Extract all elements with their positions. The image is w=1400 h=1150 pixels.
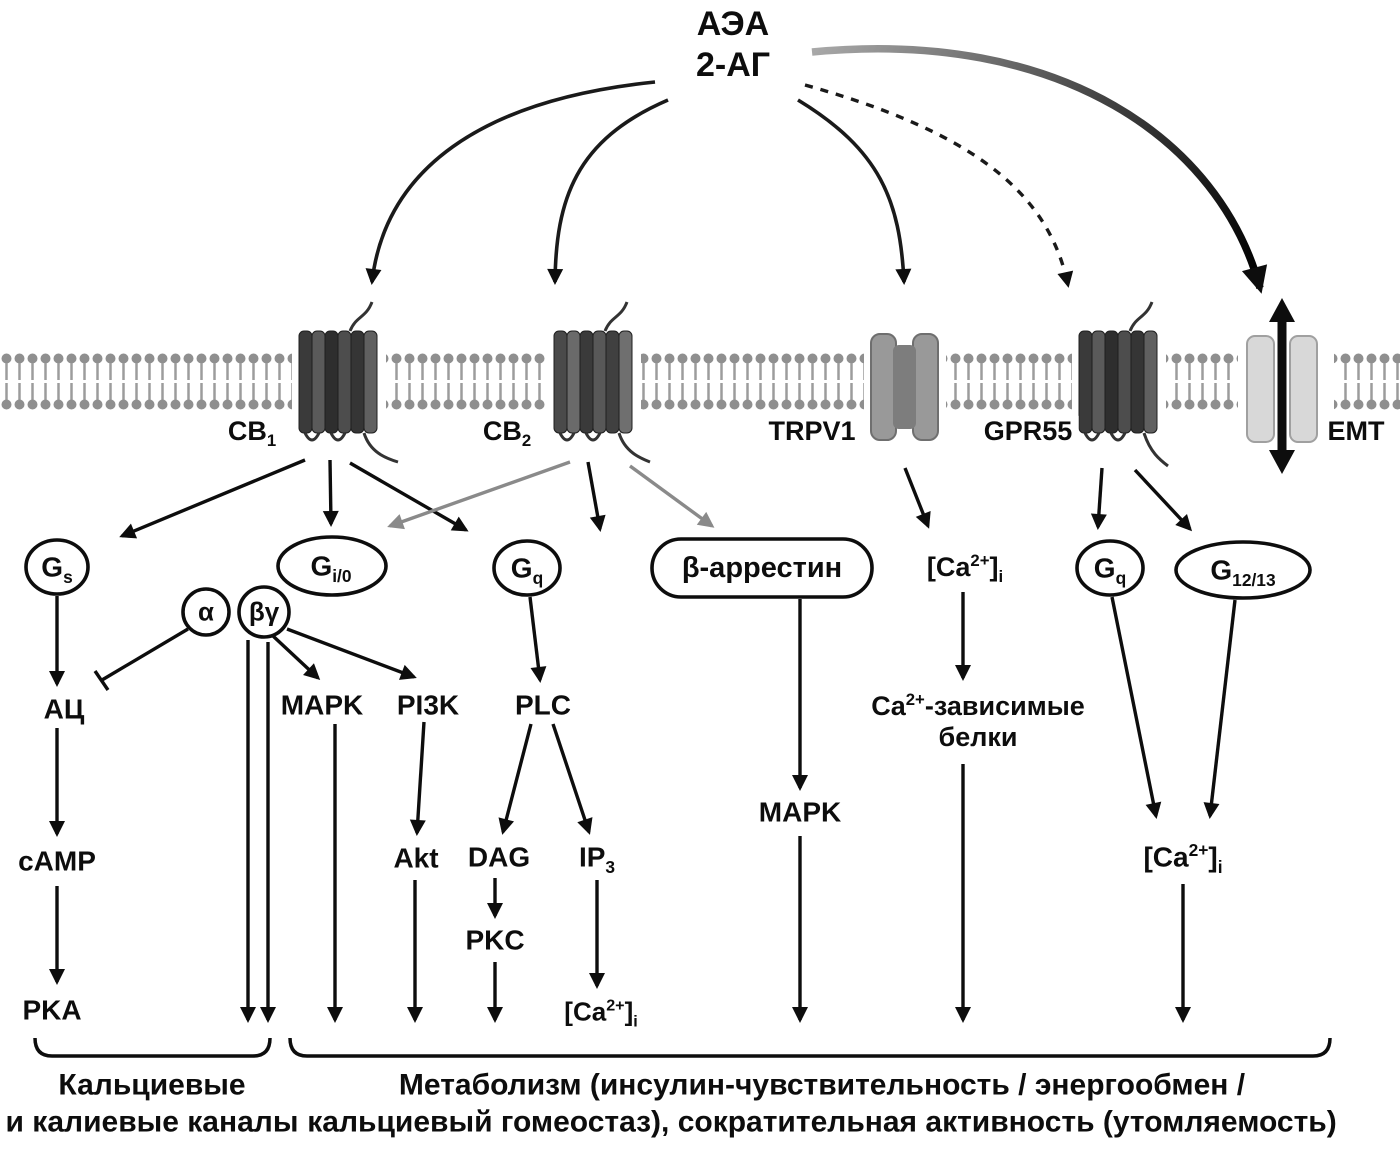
arrow-ligand-to-gpr55-dashed <box>804 83 1074 288</box>
arrow-bg-to-mapk <box>271 634 321 681</box>
emt-label: EMT <box>1321 415 1391 447</box>
mapk-left-label: MAPK <box>280 689 364 721</box>
ligand-aea-label: АЭА <box>696 5 770 44</box>
inhibition-alpha-to-ac <box>93 627 189 691</box>
metabolism-outcome-line2: кальциевый гомеостаз), сократительная ак… <box>307 1105 1337 1139</box>
arrow-gpr55-to-g1213 <box>1133 468 1193 532</box>
membrane <box>0 353 1400 410</box>
effector-shapes <box>24 535 1312 639</box>
channels-outcome-line1: Кальциевые <box>58 1068 246 1102</box>
arrow-ligand-to-cb2 <box>547 98 669 285</box>
trpv1-label: TRPV1 <box>762 415 862 447</box>
gs-label: Gs <box>41 551 73 587</box>
arrow-plc-to-ip3 <box>551 723 593 835</box>
arrow-cb1-to-gi0 <box>322 459 339 527</box>
arrow-cb1-to-gq <box>349 461 469 532</box>
ip3-label: IP3 <box>578 841 616 877</box>
ca-dependent-line1: Ca2+-зависимые <box>871 689 1085 721</box>
arrow-cb2-to-gq <box>586 461 606 532</box>
outcome-brackets <box>33 1037 1332 1058</box>
arrow-gqright-to-ca <box>1110 596 1162 819</box>
gi0-ellipse <box>276 535 388 597</box>
ca-ip3-label: [Ca2+]i <box>564 996 638 1031</box>
receptor-effector-arrows <box>119 458 1193 539</box>
alpha-label: α <box>198 596 214 627</box>
betagamma-circle <box>237 585 291 639</box>
arrow-g1213-to-ca <box>1203 599 1237 819</box>
arrow-ligand-to-cb1 <box>365 80 656 285</box>
pka-label: PKA <box>22 994 82 1026</box>
ligand-2ag-label: 2-АГ <box>695 46 771 85</box>
g1213-ellipse <box>1174 540 1312 600</box>
gq-left-label: Gq <box>510 552 544 588</box>
arrow-ligand-to-emt <box>811 45 1268 294</box>
g1213-label: G12/13 <box>1210 554 1276 590</box>
arrow-pi3k-to-akt <box>409 721 426 836</box>
cb2-label: СВ2 <box>476 415 538 449</box>
ligand-arrows <box>365 45 1268 294</box>
camp-label: cAMP <box>18 845 96 877</box>
arrow-bg-to-pi3k <box>286 627 417 680</box>
alpha-circle <box>181 587 231 637</box>
gq-left-ellipse <box>492 539 562 597</box>
cb2-receptor-shape <box>553 301 651 464</box>
trpv1-channel-shape <box>870 333 939 441</box>
gpr55-receptor-shape <box>1078 301 1169 468</box>
bracket-metabolism <box>288 1037 1332 1058</box>
akt-label: Akt <box>393 842 439 874</box>
mapk-center-label: MAPK <box>758 796 842 828</box>
metabolism-outcome-line1: Метаболизм (инсулин-чувствительность / э… <box>398 1068 1246 1102</box>
channels-outcome-line2: и калиевые каналы <box>5 1105 299 1139</box>
pi3k-label: PI3K <box>396 689 460 721</box>
pkc-label: PKC <box>465 924 525 956</box>
arrow-cb1-to-gs <box>119 458 306 539</box>
beta-arrestin-box <box>650 537 874 599</box>
emt-bidirectional-arrow <box>1269 298 1295 474</box>
cb1-label: СВ1 <box>221 415 283 449</box>
emt-transporter-shape <box>1246 298 1318 474</box>
beta-arrestin-label: β-аррестин <box>681 551 843 584</box>
arrow-ligand-to-trpv1 <box>797 98 912 285</box>
gq-right-ellipse <box>1075 539 1145 597</box>
cb1-receptor-shape <box>298 301 399 464</box>
cascade-arrows <box>49 592 1237 1023</box>
ca-dependent-line2: белки <box>938 721 1018 752</box>
ca-right-label: [Ca2+]i <box>1143 839 1223 877</box>
gq-right-label: Gq <box>1093 552 1127 588</box>
plc-label: PLC <box>515 689 571 721</box>
arrow-cb2-to-beta-arrestin <box>628 464 715 528</box>
ac-label: АЦ <box>43 693 85 725</box>
bracket-channels <box>33 1037 272 1058</box>
dag-label: DAG <box>467 841 531 873</box>
arrow-gq-to-plc <box>528 596 547 683</box>
arrow-trpv1-to-ca <box>903 467 931 529</box>
gs-ellipse <box>24 538 90 596</box>
gi0-label: Gi/0 <box>310 550 352 586</box>
arrow-cb2-to-gi0 <box>387 460 571 530</box>
gpr55-label: GPR55 <box>977 415 1079 447</box>
arrow-gpr55-to-gq <box>1090 467 1107 530</box>
ca-trpv1-label: [Ca2+]i <box>926 550 1004 587</box>
arrow-plc-to-dag <box>498 723 533 835</box>
betagamma-label: βγ <box>248 596 280 627</box>
